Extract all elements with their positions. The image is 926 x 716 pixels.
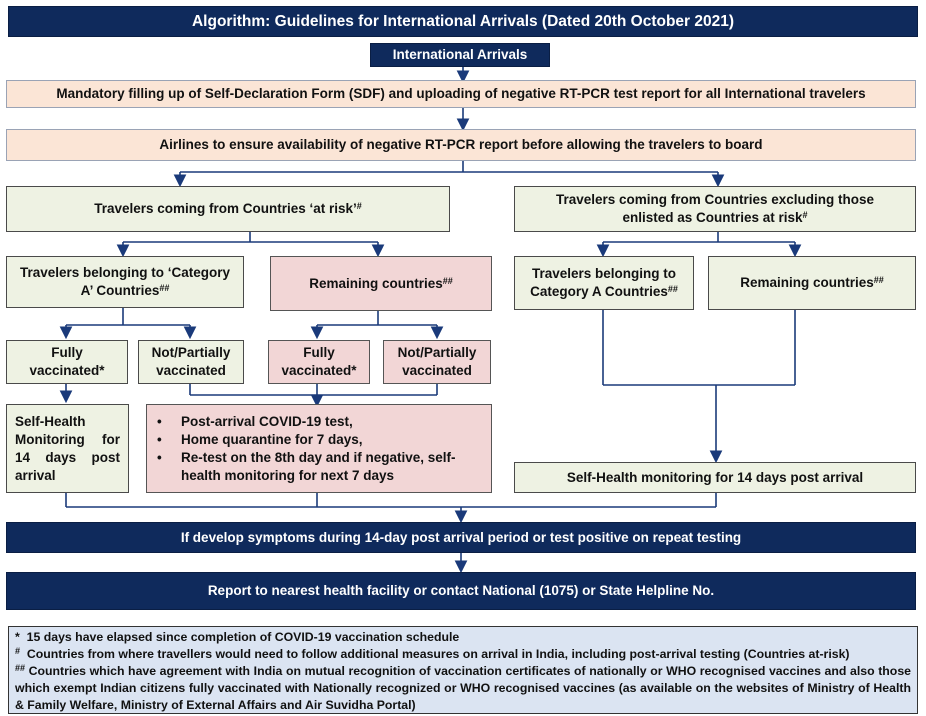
category-a-left-label: Travelers belonging to ‘Category A’ Coun… <box>19 265 231 298</box>
category-a-left-mark: ## <box>159 283 170 293</box>
measure-home-quarantine: Home quarantine for 7 days, <box>157 431 491 449</box>
remaining-left-box: Remaining countries## <box>270 256 492 311</box>
sdf-step-box: Mandatory filling up of Self-Declaration… <box>6 80 916 108</box>
footnote-2-text: Countries from where travellers would ne… <box>26 647 850 661</box>
footnote-2-mark: # <box>15 646 21 656</box>
remaining-left-label: Remaining countries <box>309 275 443 291</box>
self-health-monitoring-left-box: Self-Health Monitoring for 14 days post … <box>6 404 129 493</box>
category-a-right-label: Travelers belonging to Category A Countr… <box>530 266 677 299</box>
fully-vaccinated-right-box: Fully vaccinated* <box>268 340 370 384</box>
international-arrivals-box: International Arrivals <box>370 43 550 67</box>
at-risk-label: Travelers coming from Countries ‘at risk… <box>94 201 357 216</box>
measure-retest: Re-test on the 8th day and if negative, … <box>157 449 491 485</box>
self-health-monitoring-right-box: Self-Health monitoring for 14 days post … <box>514 462 916 493</box>
post-arrival-measures-box: Post-arrival COVID-19 test, Home quarant… <box>146 404 492 493</box>
excluding-footnote-mark: # <box>802 210 808 220</box>
excluding-label: Travelers coming from Countries excludin… <box>555 192 875 225</box>
measure-post-arrival-test: Post-arrival COVID-19 test, <box>157 413 491 431</box>
page-title: Algorithm: Guidelines for International … <box>8 6 918 37</box>
footnotes: * 15 days have elapsed since completion … <box>8 626 918 714</box>
post-arrival-measures-list: Post-arrival COVID-19 test, Home quarant… <box>147 413 491 485</box>
report-box: Report to nearest health facility or con… <box>6 572 916 610</box>
at-risk-travelers-box: Travelers coming from Countries ‘at risk… <box>6 186 450 232</box>
not-vaccinated-left-box: Not/Partially vaccinated <box>138 340 244 384</box>
at-risk-footnote-mark: # <box>356 201 362 211</box>
excluding-at-risk-box: Travelers coming from Countries excludin… <box>514 186 916 232</box>
remaining-right-mark: ## <box>873 275 884 285</box>
airlines-step-box: Airlines to ensure availability of negat… <box>6 129 916 161</box>
footnote-1: * 15 days have elapsed since completion … <box>15 629 911 646</box>
remaining-right-box: Remaining countries## <box>708 256 916 310</box>
remaining-right-label: Remaining countries <box>740 275 874 290</box>
footnote-2: # Countries from where travellers would … <box>15 646 911 663</box>
not-vaccinated-right-box: Not/Partially vaccinated <box>383 340 491 384</box>
category-a-right-mark: ## <box>667 284 678 294</box>
footnote-1-text: 15 days have elapsed since completion of… <box>26 630 460 644</box>
footnote-3-mark: ## <box>15 663 26 673</box>
category-a-right-box: Travelers belonging to Category A Countr… <box>514 256 694 310</box>
category-a-left-box: Travelers belonging to ‘Category A’ Coun… <box>6 256 244 308</box>
footnote-1-mark: * <box>15 630 20 644</box>
fully-vaccinated-left-box: Fully vaccinated* <box>6 340 128 384</box>
footnote-3-text: Countries which have agreement with Indi… <box>15 664 911 712</box>
remaining-left-mark: ## <box>442 275 453 286</box>
footnote-3: ## Countries which have agreement with I… <box>15 663 911 714</box>
symptoms-box: If develop symptoms during 14-day post a… <box>6 522 916 553</box>
